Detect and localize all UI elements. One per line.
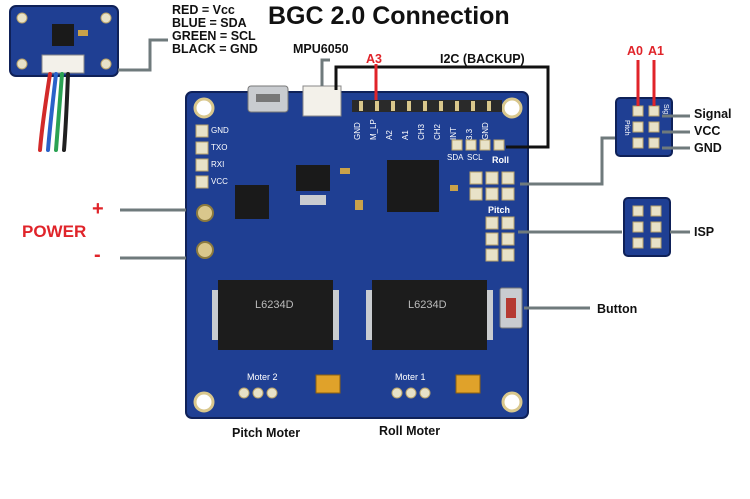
isp-label: ISP	[694, 225, 715, 239]
silk-left-vcc: VCC	[211, 177, 228, 186]
sensor-wire-bundle	[38, 72, 70, 152]
silk-scl: SCL	[467, 153, 483, 162]
silk-top-gnd: GND	[353, 122, 362, 140]
silk-left-rxi: RXI	[211, 160, 225, 169]
signal-label: Signal	[694, 107, 732, 121]
a1-label: A1	[648, 44, 664, 58]
silk-top-int: INT	[449, 127, 458, 140]
silk-left-gnd: GND	[211, 126, 229, 135]
silk-left-txo: TXO	[211, 143, 228, 152]
wire-legend-red: RED = Vcc	[172, 3, 235, 17]
connection-lines	[120, 58, 622, 310]
bgc-main-board	[185, 85, 529, 419]
top-pin-header	[352, 100, 502, 112]
i2c-backup-label: I2C (BACKUP)	[440, 52, 525, 66]
mpu6050-sensor-module	[9, 5, 119, 77]
silk-top-gnd2: GND	[481, 122, 490, 140]
power-plus-label: +	[92, 198, 104, 220]
silk-top-ch3: CH3	[417, 123, 426, 140]
wire-legend-green: GREEN = SCL	[172, 29, 256, 43]
silk-aux-pitch: Pitch	[623, 120, 630, 136]
silk-top-ch2: CH2	[433, 123, 442, 140]
pitch-moter-label: Pitch Moter	[232, 426, 301, 440]
silk-chip-right: L6234D	[408, 299, 447, 311]
silk-top-mlp: M_LP	[369, 119, 378, 140]
silk-sda: SDA	[447, 153, 464, 162]
isp-board	[623, 197, 690, 257]
legend-connector-line	[118, 38, 168, 72]
aux-connector-board	[615, 60, 690, 157]
silk-top-a1: A1	[401, 130, 410, 140]
roll-moter-label: Roll Moter	[379, 424, 441, 438]
gnd-label: GND	[694, 141, 722, 155]
silk-roll: Roll	[492, 155, 509, 165]
a3-label: A3	[366, 52, 382, 66]
i2c-backup-wire	[334, 65, 550, 149]
vcc-label: VCC	[694, 124, 721, 138]
silk-chip-left: L6234D	[255, 299, 294, 311]
button-label: Button	[597, 302, 638, 316]
a0-label: A0	[627, 44, 643, 58]
page-title: BGC 2.0 Connection	[268, 2, 510, 30]
silk-top-33: 3.3	[465, 128, 474, 140]
motor-driver-chip-pitch	[212, 280, 339, 350]
motor-driver-chip-roll	[366, 280, 493, 350]
silk-pitch: Pitch	[488, 205, 511, 215]
silk-moter2: Moter 2	[247, 372, 278, 382]
silk-top-a2: A2	[385, 130, 394, 140]
wire-legend-blue: BLUE = SDA	[172, 16, 247, 30]
silk-aux-sig: Sig	[662, 104, 669, 115]
silk-moter1: Moter 1	[395, 372, 426, 382]
wire-legend-black: BLACK = GND	[172, 42, 258, 56]
mpu6050-label: MPU6050	[293, 42, 349, 56]
power-minus-label: -	[94, 244, 101, 266]
power-label: POWER	[22, 222, 87, 241]
